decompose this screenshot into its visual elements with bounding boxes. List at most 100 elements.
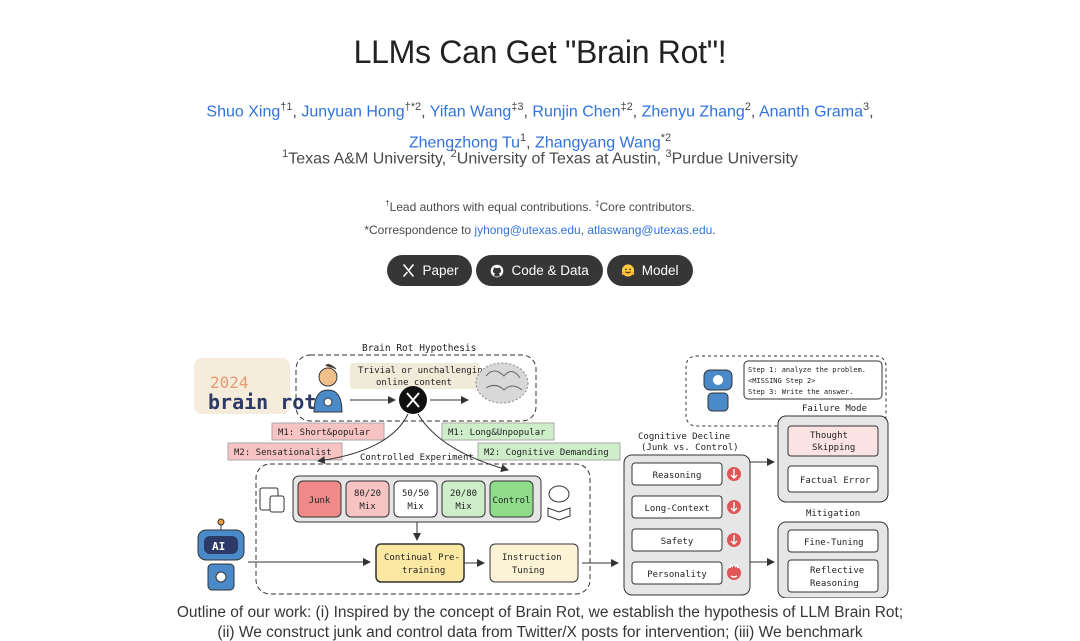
link-buttons: Paper Code & Data Model (0, 255, 1080, 286)
down-arrow-glyph (730, 502, 738, 512)
model-button[interactable]: Model (606, 255, 693, 286)
down-arrow-glyph (730, 535, 738, 545)
mix-box (297, 480, 342, 518)
failure-item-line: Skipping (812, 443, 855, 453)
contribution-note: †Lead authors with equal contributions. … (0, 199, 1080, 214)
decline-item (631, 528, 723, 552)
mix-label: 50/50 (402, 489, 429, 499)
decline-item-label: Personality (647, 570, 707, 580)
decline-item-label: Reasoning (653, 471, 702, 481)
decline-panel (623, 454, 751, 596)
mix-box (345, 480, 390, 518)
step-3: Step 3: Write the answer. (748, 388, 853, 396)
decline-item-label: Safety (661, 537, 694, 547)
mix-label: Junk (309, 496, 331, 506)
author-link[interactable]: Junyuan Hong (301, 103, 405, 121)
mix-box (489, 480, 534, 518)
author-sup: †1 (280, 101, 293, 113)
mix-box (441, 480, 486, 518)
author-link[interactable]: Yifan Wang (429, 103, 512, 121)
overview-figure: 2024 brain rot Brain Rot Hypothesis Triv… (194, 343, 889, 598)
m2-right-tag (477, 442, 621, 461)
author-link[interactable]: Zhengzhong Tu (408, 134, 521, 152)
step-bubble (743, 360, 883, 400)
failure-item (787, 425, 879, 457)
m1-right-label: M1: Long&Unpopular (448, 428, 546, 438)
instruction-line-1: Instruction (502, 553, 562, 563)
core-note: Core contributors. (599, 200, 695, 214)
author-link[interactable]: Shuo Xing (206, 103, 281, 121)
lead-sup: † (385, 199, 390, 208)
decline-item-label: Long-Context (644, 504, 709, 514)
arxiv-icon (401, 264, 415, 278)
controlled-experiment-box (255, 463, 591, 595)
hypothesis-box (295, 354, 537, 422)
x-logo-icon (399, 386, 427, 414)
author-link[interactable]: Runjin Chen (532, 103, 621, 121)
person-icon (313, 364, 343, 413)
code-data-button[interactable]: Code & Data (476, 255, 603, 286)
paper-button[interactable]: Paper (387, 255, 473, 286)
mitigation-item-line: Reasoning (810, 579, 859, 589)
huggingface-icon (621, 264, 635, 278)
figure-caption: Outline of our work: (i) Inspired by the… (176, 604, 904, 641)
decline-item (631, 561, 723, 585)
badge-year: 2024 (210, 373, 249, 392)
author-sup: *2 (660, 132, 672, 145)
hypothesis-title: Brain Rot Hypothesis (362, 343, 476, 354)
ai-label: AI (212, 540, 225, 553)
step-bubble-frame (685, 355, 887, 427)
mix-sublabel: Mix (359, 502, 376, 512)
affil-sup: 2 (450, 148, 457, 160)
author-sup: †*2 (404, 101, 422, 113)
step-2: <MISSING Step 2> (748, 377, 815, 385)
author-list: Shuo Xing†1, Junyuan Hong†*2, Yifan Wang… (206, 101, 874, 152)
failure-item-line: Factual Error (800, 476, 871, 486)
hypothesis-text-1: Trivial or unchallenging (358, 366, 488, 376)
continual-pretraining-box (375, 543, 465, 583)
mitigation-item-line: Fine-Tuning (804, 538, 864, 548)
affiliations: 1Texas A&M University, 2University of Te… (0, 148, 1080, 168)
mitigation-title: Mitigation (806, 509, 860, 519)
model-button-label: Model (641, 263, 679, 278)
controlled-title: Controlled Experiment (360, 453, 474, 463)
author-link[interactable]: Ananth Grama (758, 103, 863, 121)
step-1: Step 1: analyze the problem. (748, 366, 866, 374)
devil-face (729, 563, 739, 578)
m1-left-tag (271, 422, 385, 441)
author-link[interactable]: Zhangyang Wang (535, 134, 661, 152)
author-sup: ‡2 (620, 101, 633, 113)
thinking-robot-icon (703, 369, 733, 412)
email-link[interactable]: atlaswang@utexas.edu (587, 223, 713, 237)
email-link[interactable]: jyhong@utexas.edu (474, 223, 581, 237)
decline-item (631, 462, 723, 486)
author-link[interactable]: Zhenyu Zhang (641, 103, 745, 121)
mitigation-item (787, 529, 879, 553)
author-sup: 1 (520, 132, 527, 145)
author-sup: 2 (744, 101, 751, 113)
mix-label: 80/20 (354, 489, 381, 499)
failure-item-line: Thought (810, 431, 848, 441)
code-data-button-label: Code & Data (511, 263, 589, 278)
hypothesis-content-box (350, 363, 480, 389)
documents-icon (259, 487, 285, 513)
page-title: LLMs Can Get "Brain Rot"! (353, 34, 727, 70)
m1-left-label: M1: Short&popular (278, 428, 371, 438)
decline-item (631, 495, 723, 519)
down-arrow-glyph (730, 469, 738, 479)
affiliation: Texas A&M University, (288, 150, 447, 168)
mitigation-item-line: Reflective (810, 566, 864, 576)
m2-left-label: M2: Sensationalist (234, 448, 332, 458)
m2-left-tag (227, 442, 343, 461)
core-sup: ‡ (595, 199, 600, 208)
mix-sublabel: Mix (455, 502, 472, 512)
ai-robot-icon: AI (197, 518, 245, 591)
author-sup: 3 (863, 101, 870, 113)
affiliation: University of Texas at Austin, (456, 150, 662, 168)
affil-sup: 1 (282, 148, 289, 160)
affil-sup: 3 (665, 148, 672, 160)
decline-title-2: (Junk vs. Control) (641, 443, 739, 453)
mix-label: Control (493, 496, 531, 506)
mix-label: 20/80 (450, 489, 477, 499)
